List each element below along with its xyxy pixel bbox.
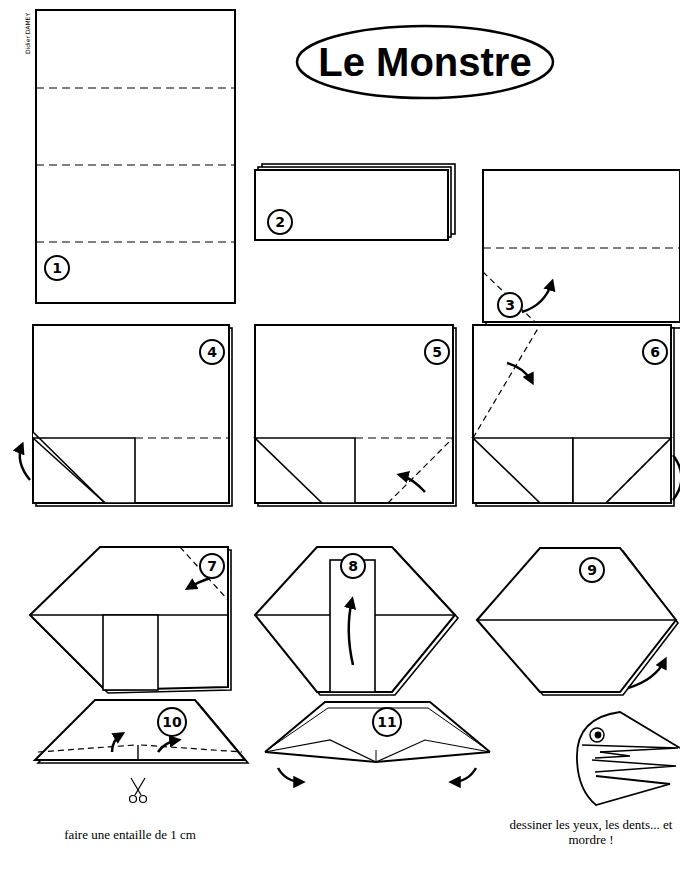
step-number: 3 <box>505 298 515 312</box>
step-number: 6 <box>650 345 660 359</box>
step-number-circle: 11 <box>372 707 402 737</box>
step-number-circle: 9 <box>579 557 605 583</box>
step-number: 7 <box>207 559 217 573</box>
step-number-circle: 6 <box>642 339 668 365</box>
step-number: 11 <box>377 715 396 729</box>
step-number-circle: 7 <box>199 553 225 579</box>
step-number-circle: 8 <box>340 553 366 579</box>
step-number-circle: 5 <box>424 339 450 365</box>
step-number: 4 <box>207 345 217 359</box>
step-number-circle: 4 <box>199 339 225 365</box>
step-number-circle: 1 <box>44 255 70 281</box>
step-number-circle: 2 <box>267 209 293 235</box>
instruction-note: dessiner les yeux, les dents... et mordr… <box>506 818 676 848</box>
step-number: 8 <box>348 559 358 573</box>
step-number-circle: 3 <box>497 292 523 318</box>
step-number-circle: 10 <box>157 707 187 737</box>
instruction-note: faire une entaille de 1 cm <box>64 828 196 843</box>
step-number: 5 <box>432 345 442 359</box>
step-number: 2 <box>275 215 285 229</box>
author-credit: Didier DAMEY <box>24 13 31 54</box>
step-number: 10 <box>162 715 181 729</box>
step-number: 9 <box>587 563 597 577</box>
step-number: 1 <box>52 261 62 275</box>
title-text: Le Monstre <box>318 40 531 85</box>
